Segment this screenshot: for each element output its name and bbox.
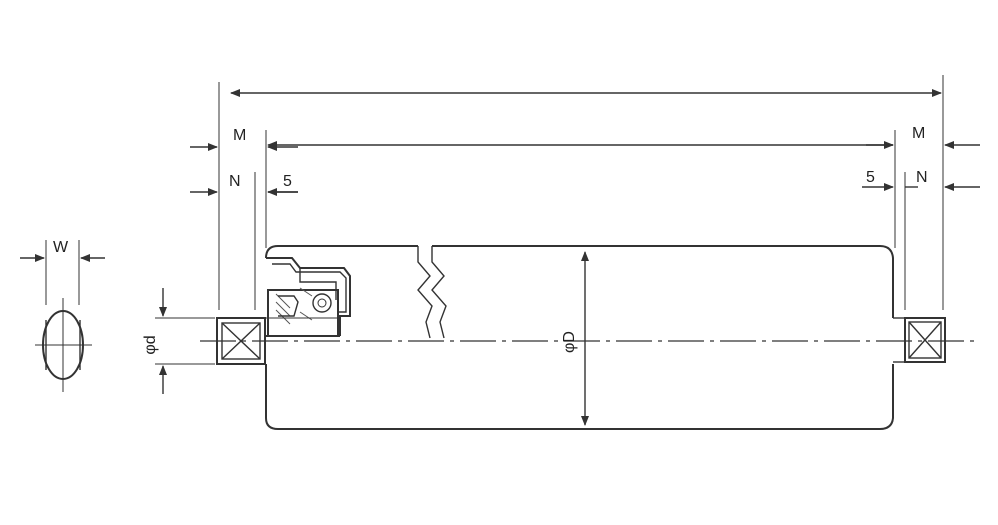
left-n-label: N	[229, 173, 241, 190]
right-m-dimension: M	[866, 125, 980, 310]
right-m-label: M	[912, 125, 925, 142]
shaft-diameter-label: φd	[142, 335, 159, 354]
right-five-label: 5	[866, 169, 875, 186]
bearing-housing	[266, 257, 351, 337]
roller-tube	[265, 245, 894, 430]
left-five-label: 5	[283, 173, 292, 190]
left-m-label: M	[233, 127, 246, 144]
overall-length-dimension	[218, 75, 944, 310]
tube-length-dimension	[265, 130, 896, 248]
right-n-label: N	[916, 169, 928, 186]
shaft-end-view	[35, 298, 92, 392]
left-n-dimension: N 5	[190, 172, 298, 310]
tube-diameter-label: φD	[561, 331, 578, 353]
flat-width-label: W	[53, 239, 69, 256]
shaft-diameter-dimension: φd	[142, 288, 215, 394]
flat-width-dimension: W	[20, 239, 105, 305]
tube-diameter-dimension: φD	[561, 251, 589, 426]
left-m-dimension: M	[190, 127, 298, 151]
right-n-dimension: 5 N	[862, 169, 980, 191]
right-shaft-end	[893, 317, 946, 363]
